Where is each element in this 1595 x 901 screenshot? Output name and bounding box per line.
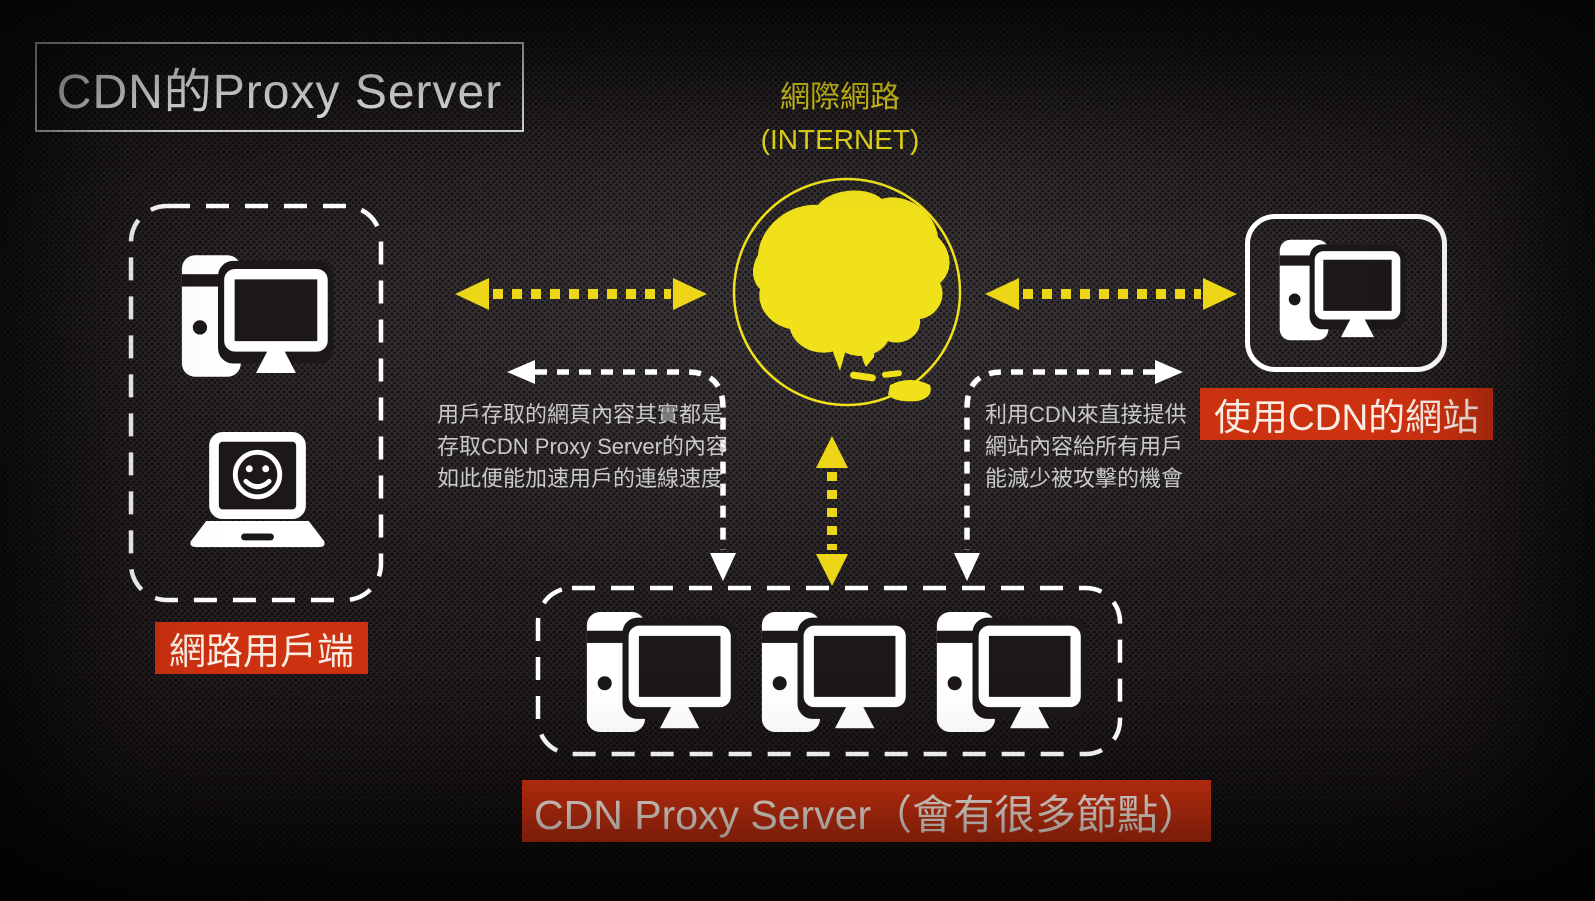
internet-heading: 網際網路 (INTERNET): [690, 72, 990, 156]
desktop-computer-icon: [586, 612, 737, 732]
note-line: 存取CDN Proxy Server的內容: [437, 434, 728, 459]
desktop-computer-icon: [761, 612, 912, 732]
cdn-website-box: [1245, 214, 1447, 372]
cdn-website-label: 使用CDN的網站: [1200, 388, 1494, 440]
arrow-client-cdnserver: [507, 360, 736, 581]
title-box: CDN的Proxy Server: [35, 42, 524, 132]
note-line: 用戶存取的網頁內容其實都是: [437, 402, 724, 427]
cdn-server-box: [535, 585, 1123, 757]
desktop-computer-icon: [936, 612, 1087, 732]
internet-label-en: (INTERNET): [760, 124, 920, 155]
arrow-internet-client: [455, 278, 707, 310]
note-line: 能減少被攻擊的機會: [985, 466, 1184, 491]
page-title: CDN的Proxy Server: [56, 66, 503, 119]
cdn-server-label: CDN Proxy Server（會有很多節點）: [522, 780, 1212, 842]
note-cdn-protect: 利用CDN來直接提供 網站內容給所有用戶 能減少被攻擊的機會: [985, 399, 1215, 495]
internet-label-zh: 網際網路: [780, 81, 900, 114]
arrow-website-cdnserver: [954, 360, 1183, 581]
laptop-smiley-icon: [190, 432, 325, 548]
arrow-internet-website: [985, 278, 1237, 310]
note-line: 利用CDN來直接提供: [985, 402, 1187, 427]
arrow-internet-cdnserver: [816, 436, 848, 586]
client-group-box: [128, 203, 384, 603]
client-group-label: 網路用戶端: [155, 622, 368, 674]
desktop-computer-icon: [1279, 239, 1406, 341]
cdn-website-label-text: 使用CDN的網站: [1214, 397, 1480, 438]
desktop-computer-icon: [181, 255, 334, 377]
cdn-server-label-text: CDN Proxy Server（會有很多節點）: [534, 792, 1200, 838]
client-group-label-text: 網路用戶端: [169, 631, 354, 672]
note-line: 如此便能加速用戶的連線速度: [437, 466, 724, 491]
note-line: 網站內容給所有用戶: [985, 434, 1184, 459]
globe-asia-icon: [732, 177, 962, 407]
note-client-access: 用戶存取的網頁內容其實都是 存取CDN Proxy Server的內容 如此便能…: [437, 399, 742, 495]
